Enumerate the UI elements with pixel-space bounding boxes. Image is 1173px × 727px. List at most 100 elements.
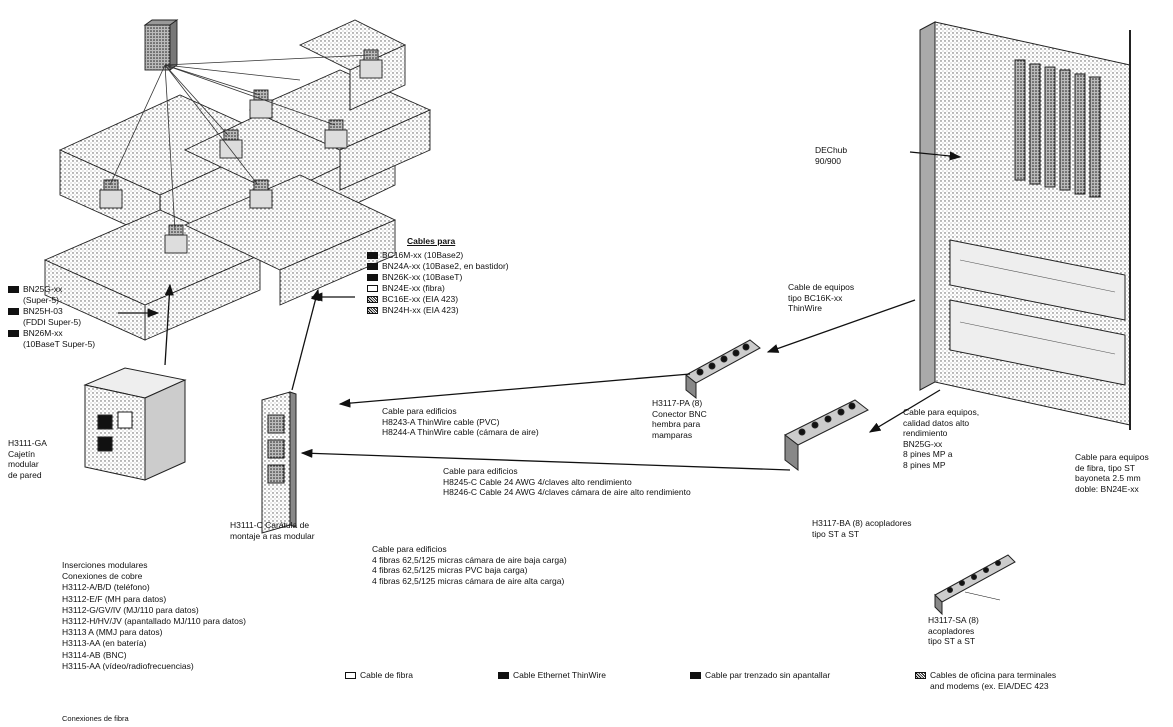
cable-swatch [367,274,378,281]
label-line: Conector BNC [652,409,707,420]
label-line: hembra para [652,419,707,430]
cable-desc: (FDDI Super-5) [8,317,95,328]
equipos-fibra-label: Cable para equipos de fibra, tipo ST bay… [1075,452,1149,494]
label-line: calidad datos alto [903,418,979,429]
label-line: 8 pines MP [903,460,979,471]
equipment-rack-drawing [920,22,1130,430]
legend-label: Cables de oficina para terminales [930,670,1056,680]
label-line: DEChub [815,145,847,156]
label-line: H3117-BA (8) acopladores [812,518,912,529]
label-line: 4 fibras 62,5/125 micras cámara de aire … [372,555,567,566]
label-line: tipo ST a ST [928,636,979,647]
label-line: de pared [8,470,47,481]
cable-swatch [367,307,378,314]
label-line: mamparas [652,430,707,441]
cable-item: BC16E-xx (EIA 423) [382,294,458,304]
cable-item: BN24E-xx (fibra) [382,283,445,293]
cable-code: BN26M-xx [23,328,63,338]
inserciones-item: H3113-AA (en batería) [62,638,246,649]
cable-swatch [367,252,378,259]
label-line: H8244-A ThinWire cable (cámara de aire) [382,427,539,438]
label-line: 4 fibras 62,5/125 micras PVC baja carga) [372,565,567,576]
left-cable-list: BN25G-xx (Super-5) BN25H-03 (FDDI Super-… [8,284,95,350]
cable-desc: (Super-5) [8,295,95,306]
legend-label: Cable par trenzado sin apantallar [705,670,830,680]
label-line: H3117-SA (8) [928,615,979,626]
label-line: 8 pines MP a [903,449,979,460]
inserciones-item: H3112-G/GV/IV (MJ/110 para datos) [62,605,246,616]
h3117-pa-label: H3117-PA (8) Conector BNC hembra para ma… [652,398,707,440]
inserciones-item: H3112-E/F (MH para datos) [62,594,246,605]
cable-swatch [367,285,378,292]
label-line: BN25G-xx [903,439,979,450]
label-line: H8243-A ThinWire cable (PVC) [382,417,539,428]
label-line: montaje a ras modular [230,531,315,542]
cajetin-label: H3111-GA Cajetín modular de pared [8,438,47,480]
legend-label-line2: and modems (ex. EIA/DEC 423 [915,681,1056,692]
edificios-thinwire-label: Cable para edificios H8243-A ThinWire ca… [382,406,539,438]
legend-oficina: Cables de oficina para terminales and mo… [915,670,1056,691]
legend-swatch [690,672,701,679]
inserciones-item: H3112-A/B/D (teléfono) [62,582,246,593]
inserciones-item: H3114-AB (BNC) [62,650,246,661]
label-line: Cable para edificios [382,406,539,417]
label-line: bayoneta 2.5 mm [1075,473,1149,484]
h3117-sa-label: H3117-SA (8) acopladores tipo ST a ST [928,615,979,647]
legend-label: Cable Ethernet ThinWire [513,670,606,680]
label-line: 4 fibras 62,5/125 micras cámara de aire … [372,576,567,587]
cables-para-list: Cables para BC16M-xx (10Base2) BN24A-xx … [367,236,509,316]
cable-item: BN26K-xx (10BaseT) [382,272,462,282]
fibra-edificios-label: Cable para edificios 4 fibras 62,5/125 m… [372,544,567,586]
cable-swatch [8,286,19,293]
legend-swatch [915,672,926,679]
label-line: H8245-C Cable 24 AWG 4/claves alto rendi… [443,477,691,488]
label-line: Cable para edificios [372,544,567,555]
label-line: Cajetín [8,449,47,460]
label-line: H3117-PA (8) [652,398,707,409]
equipos-thinwire-label: Cable de equipos tipo BC16K-xx ThinWire [788,282,854,314]
legend-thinwire: Cable Ethernet ThinWire [498,670,606,681]
legend-par-trenzado: Cable par trenzado sin apantallar [690,670,830,681]
label-line: tipo BC16K-xx [788,293,854,304]
label-line: Cable para edificios [443,466,691,477]
legend-label: Cable de fibra [360,670,413,680]
cable-item: BC16M-xx (10Base2) [382,250,463,260]
cables-para-title: Cables para [407,236,509,247]
label-line: H8246-C Cable 24 AWG 4/claves cámara de … [443,487,691,498]
h3117-ba-label: H3117-BA (8) acopladores tipo ST a ST [812,518,912,539]
label-line: modular [8,459,47,470]
label-line: Cable de equipos [788,282,854,293]
cable-swatch [367,296,378,303]
cable-item: BN24H-xx (EIA 423) [382,305,459,315]
label-line: tipo ST a ST [812,529,912,540]
label-line: acopladores [928,626,979,637]
label-line: de fibra, tipo ST [1075,463,1149,474]
inserciones-item: H3113 A (MMJ para datos) [62,627,246,638]
equipos-rendimiento-label: Cable para equipos, calidad datos alto r… [903,407,979,470]
inserciones-item: Conexiones de cobre [62,571,246,582]
cable-swatch [367,263,378,270]
label-line: H3111-C Carátula de [230,520,315,531]
inserciones-list: Inserciones modulares Conexiones de cobr… [62,560,246,672]
label-line: doble: BN24E-xx [1075,484,1149,495]
cable-swatch [8,308,19,315]
legend-swatch [498,672,509,679]
cable-code: BN25H-03 [23,306,63,316]
legend-fibra: Cable de fibra [345,670,413,681]
wall-outlet-box-drawing [85,368,185,480]
caratula-label: H3111-C Carátula de montaje a ras modula… [230,520,315,541]
cable-code: BN25G-xx [23,284,62,294]
inserciones-title: Inserciones modulares [62,560,246,571]
faceplate-drawing [262,392,296,533]
inserciones-item: H3115-AA (vídeo/radiofrecuencias) [62,661,246,672]
label-line: Cable para equipos, [903,407,979,418]
cable-desc: (10BaseT Super-5) [8,339,95,350]
label-line: 90/900 [815,156,847,167]
cable-swatch [8,330,19,337]
label-line: Cable para equipos [1075,452,1149,463]
edificios-24awg-label: Cable para edificios H8245-C Cable 24 AW… [443,466,691,498]
inserciones-item: H3112-H/HV/JV (apantallado MJ/110 para d… [62,616,246,627]
legend-swatch [345,672,356,679]
label-line: rendimiento [903,428,979,439]
label-line: H3111-GA [8,438,47,449]
